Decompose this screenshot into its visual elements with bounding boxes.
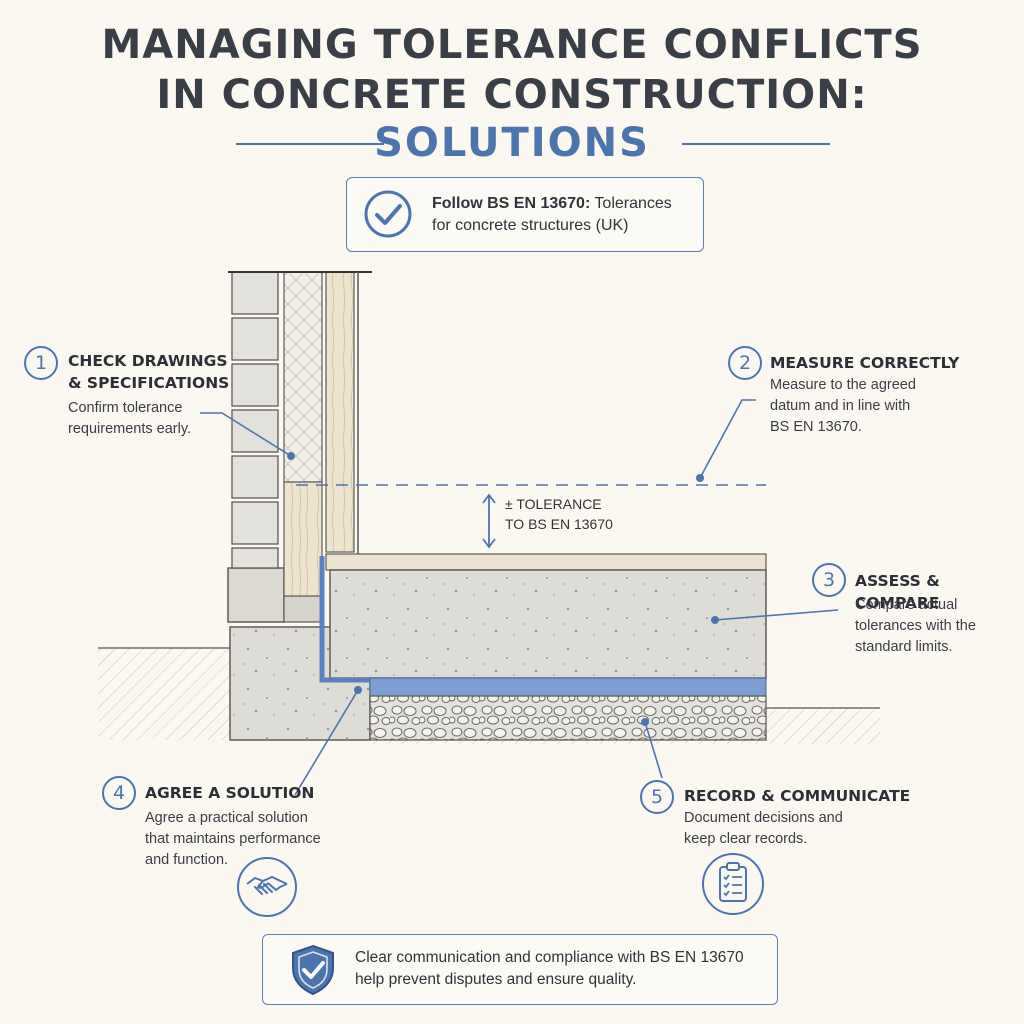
step-2-title: MEASURE CORRECTLY — [770, 354, 960, 372]
tolerance-label: ± TOLERANCE TO BS EN 13670 — [505, 494, 613, 534]
gravel-sub-base — [369, 695, 767, 741]
standard-name: Follow BS EN 13670: — [432, 195, 591, 212]
wall-insulation — [283, 271, 323, 597]
step-5-desc-line1: Document decisions and — [684, 810, 843, 826]
step-5-description: Document decisions and keep clear record… — [684, 808, 843, 850]
clipboard-checklist-icon — [702, 853, 764, 915]
step-2-desc-line2: datum and in line with — [770, 398, 911, 414]
footer-callout-box: Clear communication and compliance with … — [262, 934, 778, 1005]
tolerance-arrow — [482, 493, 496, 549]
step-4-title: AGREE A SOLUTION — [145, 784, 315, 802]
check-circle-icon — [364, 190, 412, 238]
standard-text-line1: Tolerances — [590, 195, 672, 212]
foundation-footing — [227, 567, 371, 741]
step-1-title: CHECK DRAWINGS & SPECIFICATIONS — [68, 350, 229, 394]
footer-text-line1: Clear communication and compliance with … — [355, 949, 744, 966]
step-3-title: ASSESS & COMPARE — [855, 572, 940, 612]
step-1-title-line1: CHECK DRAWINGS — [68, 352, 228, 370]
step-4-description: Agree a practical solution that maintain… — [145, 808, 321, 871]
shield-check-icon — [292, 944, 334, 996]
standard-callout-text: Follow BS EN 13670: Tolerances for concr… — [432, 193, 697, 237]
masonry-wall — [231, 271, 279, 569]
step-4-desc-line3: and function. — [145, 852, 229, 868]
step-3-desc-line3: standard limits. — [855, 639, 953, 655]
page-title-line-2: IN CONCRETE CONSTRUCTION: — [156, 72, 868, 118]
step-1-title-line2: & SPECIFICATIONS — [68, 374, 230, 392]
footer-callout-text: Clear communication and compliance with … — [355, 947, 775, 991]
leader-line-4 — [294, 689, 359, 796]
standard-callout-box: Follow BS EN 13670: Tolerances for concr… — [346, 177, 704, 252]
leader-line-2 — [699, 399, 756, 479]
footer-text-line2: help prevent disputes and ensure quality… — [355, 971, 637, 988]
step-5-number: 5 — [640, 780, 674, 814]
tolerance-label-line1: ± TOLERANCE — [505, 496, 602, 512]
subtitle-rule-right — [682, 143, 830, 145]
leader-lines — [200, 399, 839, 796]
step-3-desc-line1: Compare actual — [855, 597, 958, 613]
page-title-line-1: MANAGING TOLERANCE CONFLICTS — [101, 22, 923, 68]
leader-dots — [287, 452, 719, 726]
step-4-desc-line2: that maintains performance — [145, 831, 321, 847]
page-subtitle: SOLUTIONS — [374, 120, 650, 166]
step-3-desc-line2: tolerances with the — [855, 618, 976, 634]
step-2-number: 2 — [728, 346, 762, 380]
step-4-number: 4 — [102, 776, 136, 810]
leader-line-1 — [200, 412, 292, 457]
step-2-desc-line1: Measure to the agreed — [770, 377, 916, 393]
leader-line-3 — [714, 609, 839, 621]
step-3-number: 3 — [812, 563, 846, 597]
step-1-description: Confirm tolerance requirements early. — [68, 398, 191, 440]
step-3-description: Compare actual tolerances with the stand… — [855, 595, 976, 658]
step-1-desc-line1: Confirm tolerance — [68, 400, 183, 416]
timber-stud — [228, 271, 372, 556]
floor-finish — [325, 553, 767, 571]
step-4-desc-line1: Agree a practical solution — [145, 810, 308, 826]
concrete-slab — [329, 569, 767, 679]
step-5-desc-line2: keep clear records. — [684, 831, 808, 847]
step-1-desc-line2: requirements early. — [68, 421, 192, 437]
step-2-desc-line3: BS EN 13670. — [770, 419, 862, 435]
handshake-icon — [237, 857, 297, 917]
tolerance-label-line2: TO BS EN 13670 — [505, 516, 613, 532]
step-1-number: 1 — [24, 346, 58, 380]
subtitle-rule-left — [236, 143, 384, 145]
step-5-title: RECORD & COMMUNICATE — [684, 787, 911, 805]
step-2-description: Measure to the agreed datum and in line … — [770, 375, 916, 438]
leader-line-5 — [644, 721, 663, 779]
standard-text-line2: for concrete structures (UK) — [432, 217, 629, 234]
